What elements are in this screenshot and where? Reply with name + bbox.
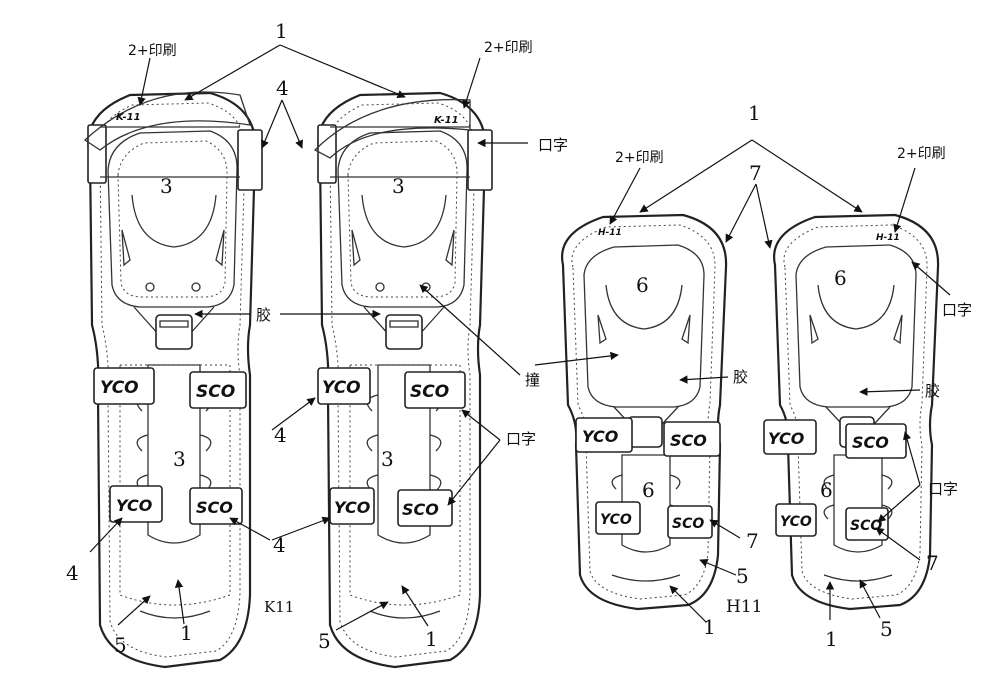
- label-glue-k11: 胶: [256, 306, 271, 324]
- label-3-k11-right-top: 3: [392, 174, 405, 198]
- h11-strap-tabs: YCO SCO YCO SCO YCO SCO YCO SCO: [575, 417, 907, 541]
- h11-right-logo: H-11: [876, 233, 900, 243]
- label-model-k11: K11: [264, 598, 294, 616]
- label-print-k11-left: 2+印刷: [128, 43, 177, 59]
- label-print-h11-right: 2+印刷: [897, 146, 946, 162]
- label-7-h11-top: 7: [749, 161, 762, 185]
- label-4-k11-left-low: 4: [66, 561, 79, 585]
- svg-text:YCO: YCO: [100, 378, 139, 398]
- label-5-k11-right: 5: [318, 629, 331, 653]
- label-3-k11-left-mid: 3: [173, 447, 186, 471]
- svg-text:YCO: YCO: [600, 512, 632, 528]
- label-7-h11-low-right: 7: [926, 551, 939, 575]
- label-impact: 撞: [525, 371, 540, 389]
- svg-text:SCO: SCO: [670, 431, 707, 450]
- label-1-h11-right: 1: [825, 627, 838, 651]
- label-3-k11-left-top: 3: [160, 174, 173, 198]
- label-glue-h11-right: 胶: [925, 382, 940, 400]
- label-5-h11-right: 5: [880, 617, 893, 641]
- labels: 1 2+印刷 2+印刷 4 口字 3 3 胶 撞 4 口字 3 3 4 4 5 …: [66, 19, 972, 657]
- label-6-h11-right-mid: 6: [820, 478, 833, 502]
- label-model-h11: H11: [726, 597, 762, 617]
- label-glue-h11-left: 胶: [733, 368, 748, 386]
- k11-strap-tabs: YCO SCO YCO SCO YCO SCO YCO SCO: [93, 367, 466, 527]
- label-5-h11-left: 5: [736, 564, 749, 588]
- svg-text:SCO: SCO: [852, 433, 889, 452]
- label-4-k11-low: 4: [273, 533, 286, 557]
- label-4-k11-top: 4: [276, 76, 289, 100]
- label-1-k11-right: 1: [425, 627, 438, 651]
- svg-text:SCO: SCO: [402, 500, 439, 519]
- svg-text:SCO: SCO: [850, 518, 882, 534]
- label-6-h11-right-top: 6: [834, 266, 847, 290]
- label-6-h11-left-mid: 6: [642, 478, 655, 502]
- svg-text:YCO: YCO: [116, 496, 153, 515]
- svg-text:YCO: YCO: [768, 429, 805, 448]
- label-mouth-k11-mid: 口字: [506, 430, 536, 448]
- label-mouth-h11-mid: 口字: [928, 480, 958, 498]
- label-3-k11-right-mid: 3: [381, 447, 394, 471]
- leader-lines: [89, 44, 951, 631]
- label-1-k11-top: 1: [275, 19, 288, 43]
- label-5-k11-left: 5: [114, 633, 127, 657]
- label-1-k11-left: 1: [180, 621, 193, 645]
- svg-text:YCO: YCO: [334, 498, 371, 517]
- svg-text:YCO: YCO: [322, 378, 361, 398]
- svg-text:SCO: SCO: [672, 516, 704, 532]
- k11-right-logo: K-11: [434, 115, 459, 126]
- label-6-h11-left-top: 6: [636, 273, 649, 297]
- svg-text:SCO: SCO: [410, 382, 449, 402]
- svg-text:SCO: SCO: [196, 382, 235, 402]
- label-print-h11-left: 2+印刷: [615, 150, 664, 166]
- h11-left-logo: H-11: [598, 228, 622, 238]
- h11-right-guard: [772, 213, 940, 611]
- svg-text:SCO: SCO: [196, 498, 233, 517]
- label-7-h11-low-left: 7: [746, 529, 759, 553]
- label-1-h11-left: 1: [703, 615, 716, 639]
- svg-text:YCO: YCO: [780, 514, 812, 530]
- k11-left-top-band: [83, 91, 251, 151]
- label-4-k11-mid: 4: [274, 423, 287, 447]
- svg-text:YCO: YCO: [582, 427, 619, 446]
- label-print-k11-right: 2+印刷: [484, 40, 533, 56]
- label-mouth-h11-top: 口字: [942, 301, 972, 319]
- label-mouth-k11-top: 口字: [538, 136, 568, 154]
- label-1-h11-top: 1: [748, 101, 761, 125]
- k11-right-top-band: [313, 98, 471, 159]
- k11-left-logo: K-11: [116, 112, 141, 123]
